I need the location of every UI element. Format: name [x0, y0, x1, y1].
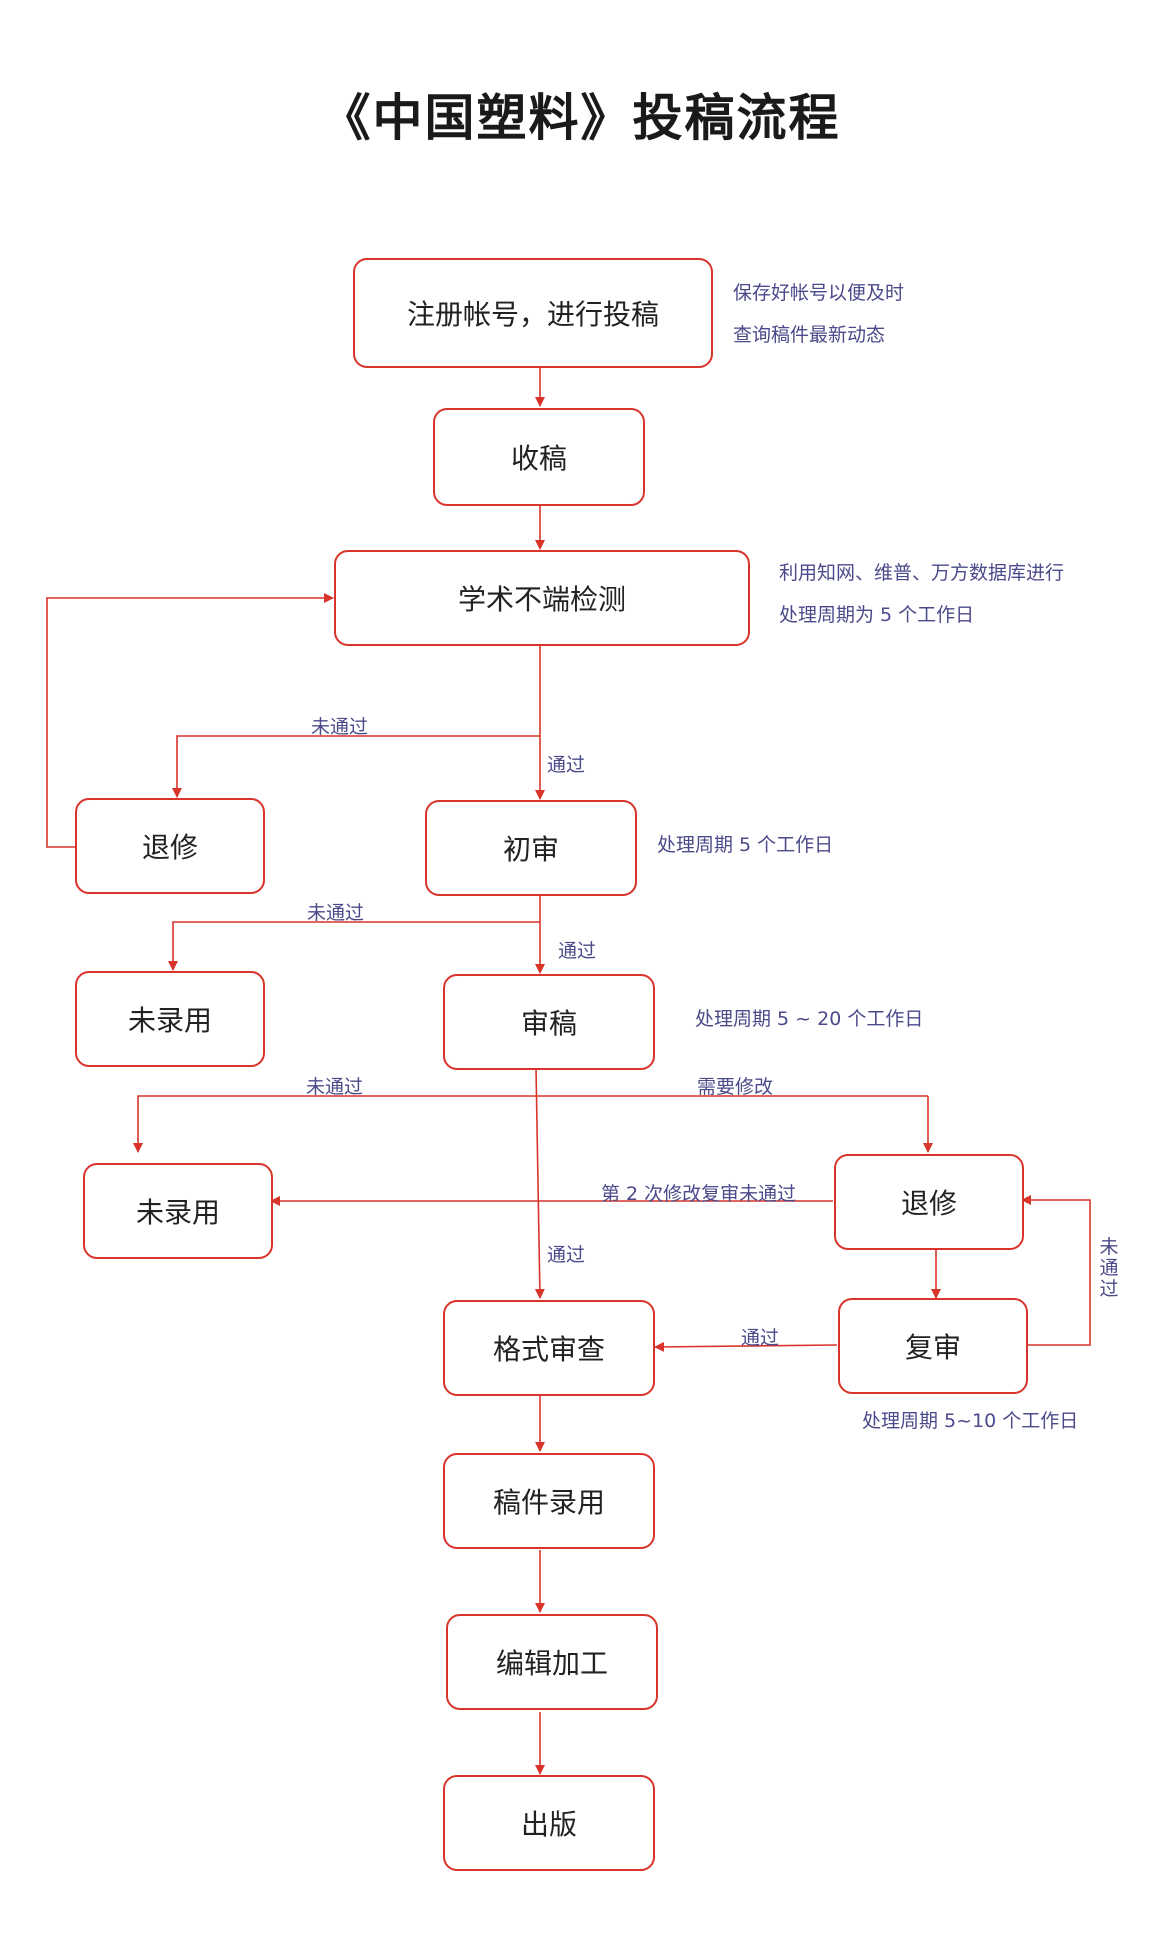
label-first-pass: 通过 — [558, 940, 597, 962]
arrow-check-fail-to-return-revise — [172, 735, 540, 798]
node-receive: 收稿 — [433, 408, 645, 506]
arrow-peer-review-to-format-check — [534, 1067, 545, 1299]
node-format-check: 格式审查 — [443, 1300, 655, 1396]
node-accepted: 稿件录用 — [443, 1453, 655, 1549]
node-peer-review: 审稿 — [443, 974, 655, 1070]
node-first-review: 初审 — [425, 800, 637, 896]
arrow-return-revise-to-check — [46, 593, 334, 848]
label-peer-pass: 通过 — [547, 1244, 586, 1266]
page-title: 《中国塑料》投稿流程 — [320, 88, 841, 147]
note-register-line1: 保存好帐号以便及时 — [733, 282, 905, 304]
node-plagiarism-check: 学术不端检测 — [334, 550, 750, 646]
node-publish: 出版 — [443, 1775, 655, 1871]
arrow-re-review-pass-to-format-check — [654, 1341, 838, 1352]
note-plagiarism-check: 利用知网、维普、万方数据库进行 处理周期为 5 个工作日 — [779, 552, 1064, 636]
arrow-first-review-fail-to-rejected — [168, 921, 540, 971]
arrow-re-review-fail-to-return-revise — [1021, 1195, 1091, 1346]
node-re-review: 复审 — [838, 1298, 1028, 1394]
node-rejected-2: 未录用 — [83, 1163, 273, 1259]
label-re-review-pass: 通过 — [741, 1327, 780, 1349]
label-check-pass: 通过 — [547, 754, 586, 776]
label-first-fail: 未通过 — [307, 902, 365, 924]
label-second-revision-fail: 第 2 次修改复审未通过 — [601, 1183, 797, 1205]
label-re-review-fail: 未通过 — [1099, 1236, 1119, 1300]
note-re-review: 处理周期 5~10 个工作日 — [862, 1410, 1079, 1432]
note-check-line2: 处理周期为 5 个工作日 — [779, 604, 975, 626]
label-peer-revise: 需要修改 — [697, 1076, 774, 1098]
node-return-revise-1: 退修 — [75, 798, 265, 894]
note-first-review: 处理周期 5 个工作日 — [657, 834, 834, 856]
node-register: 注册帐号，进行投稿 — [353, 258, 713, 368]
node-editing: 编辑加工 — [446, 1614, 658, 1710]
node-return-revise-2: 退修 — [834, 1154, 1024, 1250]
node-rejected-1: 未录用 — [75, 971, 265, 1067]
arrow-peer-fail-to-rejected — [133, 1095, 928, 1153]
note-register-line2: 查询稿件最新动态 — [733, 324, 886, 346]
label-check-fail: 未通过 — [311, 716, 369, 738]
note-peer-review: 处理周期 5 ~ 20 个工作日 — [695, 1008, 924, 1030]
note-check-line1: 利用知网、维普、万方数据库进行 — [779, 562, 1065, 584]
label-peer-fail: 未通过 — [306, 1076, 364, 1098]
note-register: 保存好帐号以便及时 查询稿件最新动态 — [733, 272, 904, 356]
